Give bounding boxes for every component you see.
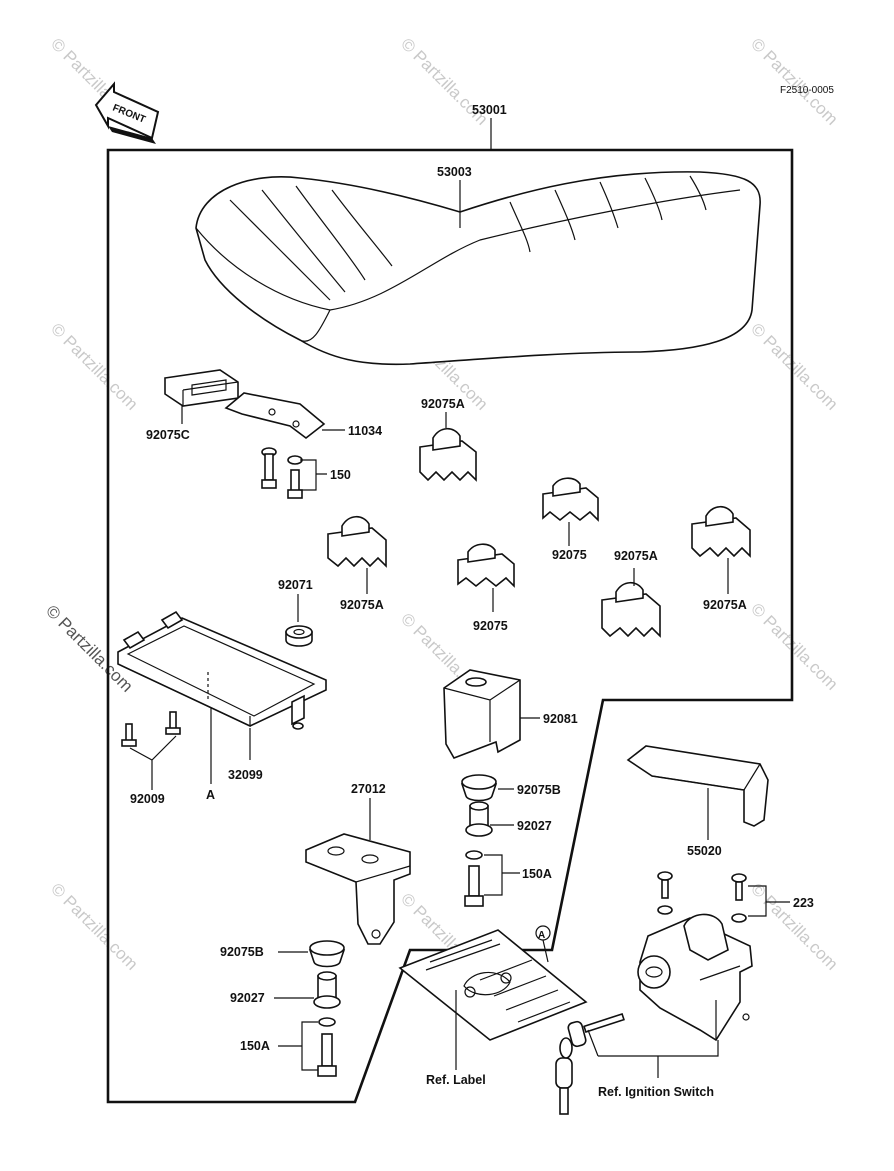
damper-pad-92075c [164, 369, 239, 407]
part-label-92027: 92027 [517, 819, 552, 833]
holder-92081 [443, 669, 521, 759]
watermark: © Partzilla.com [47, 319, 141, 413]
watermark: © Partzilla.com [747, 879, 841, 973]
warning-label-sheet [398, 929, 588, 1041]
part-label-92075: 92075 [552, 548, 587, 562]
damper-block-92075-1 [542, 477, 599, 522]
ref-ignition-switch-label: Ref. Ignition Switch [598, 1085, 714, 1099]
watermark: © Partzilla.com [747, 34, 841, 128]
part-label-92075b: 92075B [517, 783, 561, 797]
part-label-223: 223 [793, 896, 814, 910]
front-arrow-icon: FRONT [94, 81, 160, 144]
part-label-a: A [538, 930, 545, 941]
bolt-set-150 [261, 447, 303, 499]
leader-bracket [484, 854, 520, 896]
leader-line [129, 735, 177, 790]
part-label-92075a: 92075A [703, 598, 747, 612]
leader-bracket [278, 1021, 318, 1071]
part-label-a: A [206, 788, 215, 802]
bracket-27012 [305, 833, 411, 945]
part-label-92071: 92071 [278, 578, 313, 592]
seat-assembly [195, 171, 761, 366]
bolt-set-150a-lower [317, 1017, 337, 1077]
damper-block-92075a-2 [327, 515, 387, 568]
battery-tray-32099 [117, 610, 327, 730]
leader-line [542, 939, 549, 963]
part-label-92027: 92027 [230, 991, 265, 1005]
leader-bracket [300, 459, 327, 491]
watermark: © Partzilla.com [42, 601, 136, 695]
screw-set-92009 [121, 711, 181, 747]
part-label-53003: 53003 [437, 165, 472, 179]
damper-block-92075a-1 [419, 427, 477, 482]
part-label-53001: 53001 [472, 103, 507, 117]
part-label-150a: 150A [522, 867, 552, 881]
part-label-92075c: 92075C [146, 428, 190, 442]
part-label-92081: 92081 [543, 712, 578, 726]
part-label-92075a: 92075A [421, 397, 465, 411]
assembly-frame [106, 148, 794, 1104]
leader-bracket [748, 885, 790, 917]
part-label-27012: 27012 [351, 782, 386, 796]
part-label-32099: 32099 [228, 768, 263, 782]
cover-55020 [626, 745, 769, 827]
watermark: © Partzilla.com [47, 879, 141, 973]
part-label-92075b: 92075B [220, 945, 264, 959]
part-label-150: 150 [330, 468, 351, 482]
damper-block-92075-2 [457, 543, 515, 588]
damper-block-92075a-3 [601, 581, 661, 638]
watermark: © Partzilla.com [747, 599, 841, 693]
collar-92027-upper [465, 801, 493, 837]
part-label-150a: 150A [240, 1039, 270, 1053]
part-label-92075a: 92075A [614, 549, 658, 563]
figure-code: F2510-0005 [780, 85, 834, 96]
bolt-set-150a-upper [464, 850, 484, 907]
part-label-92075: 92075 [473, 619, 508, 633]
part-label-92075a: 92075A [340, 598, 384, 612]
leader-line [587, 1029, 719, 1078]
part-label-92009: 92009 [130, 792, 165, 806]
grommet-92075b-lower [308, 940, 346, 968]
watermark: © Partzilla.com [747, 319, 841, 413]
part-label-11034: 11034 [348, 424, 382, 438]
ignition-switch [637, 913, 753, 1042]
grommet-92075b-upper [460, 774, 498, 802]
damper-block-92075a-4 [691, 505, 751, 558]
bracket-11034 [224, 392, 326, 440]
part-label-55020: 55020 [687, 844, 722, 858]
collar-92027-lower [313, 971, 341, 1009]
screw-set-223 [657, 871, 747, 923]
key-set [555, 1012, 625, 1115]
grommet-92071 [285, 625, 313, 647]
ref-label-label: Ref. Label [426, 1073, 486, 1087]
